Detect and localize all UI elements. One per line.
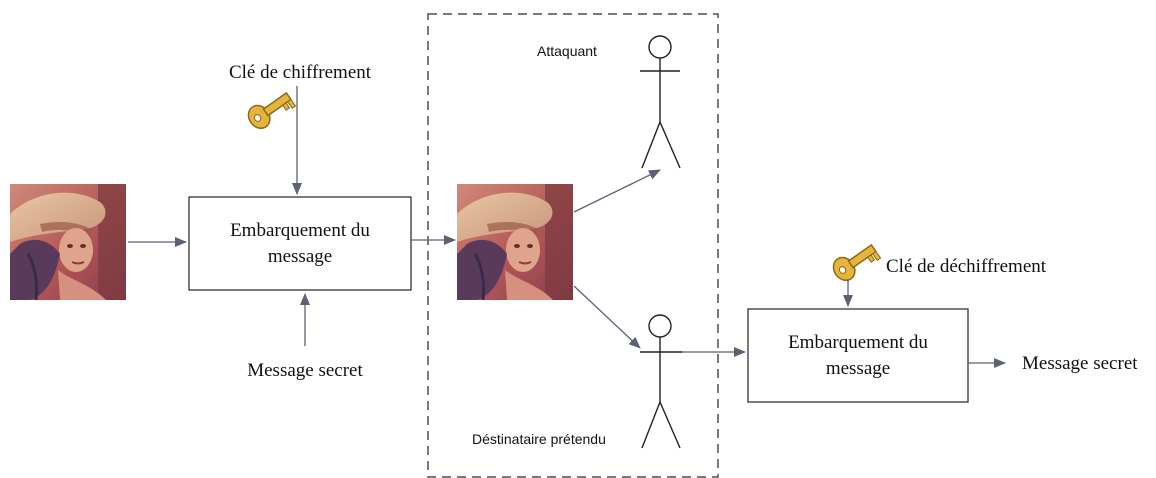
cover-image bbox=[8, 182, 128, 302]
secret-message-output-label: Message secret bbox=[1022, 353, 1138, 374]
stego-image bbox=[455, 182, 575, 302]
extraction-box bbox=[747, 308, 969, 403]
extraction-box-line2: message bbox=[826, 358, 890, 379]
recipient-label: Déstinataire prétendu bbox=[472, 431, 606, 447]
embedding-box-line2: message bbox=[268, 246, 332, 267]
secret-message-input-label: Message secret bbox=[247, 360, 363, 381]
key-icon bbox=[828, 237, 882, 286]
extraction-box-line1: Embarquement du bbox=[788, 332, 928, 353]
embedding-box-line1: Embarquement du bbox=[230, 220, 370, 241]
decryption-key-label: Clé de déchiffrement bbox=[886, 256, 1047, 277]
attacker-label: Attaquant bbox=[537, 43, 597, 59]
key-icon bbox=[243, 85, 297, 134]
embedding-box bbox=[188, 196, 412, 291]
recipient-stick-figure-icon bbox=[640, 314, 682, 449]
encryption-key-label: Clé de chiffrement bbox=[229, 62, 372, 83]
attacker-stick-figure-icon bbox=[640, 35, 681, 169]
arrow-stego-to-attacker bbox=[573, 169, 661, 213]
arrow-stego-to-recipient bbox=[573, 285, 641, 349]
